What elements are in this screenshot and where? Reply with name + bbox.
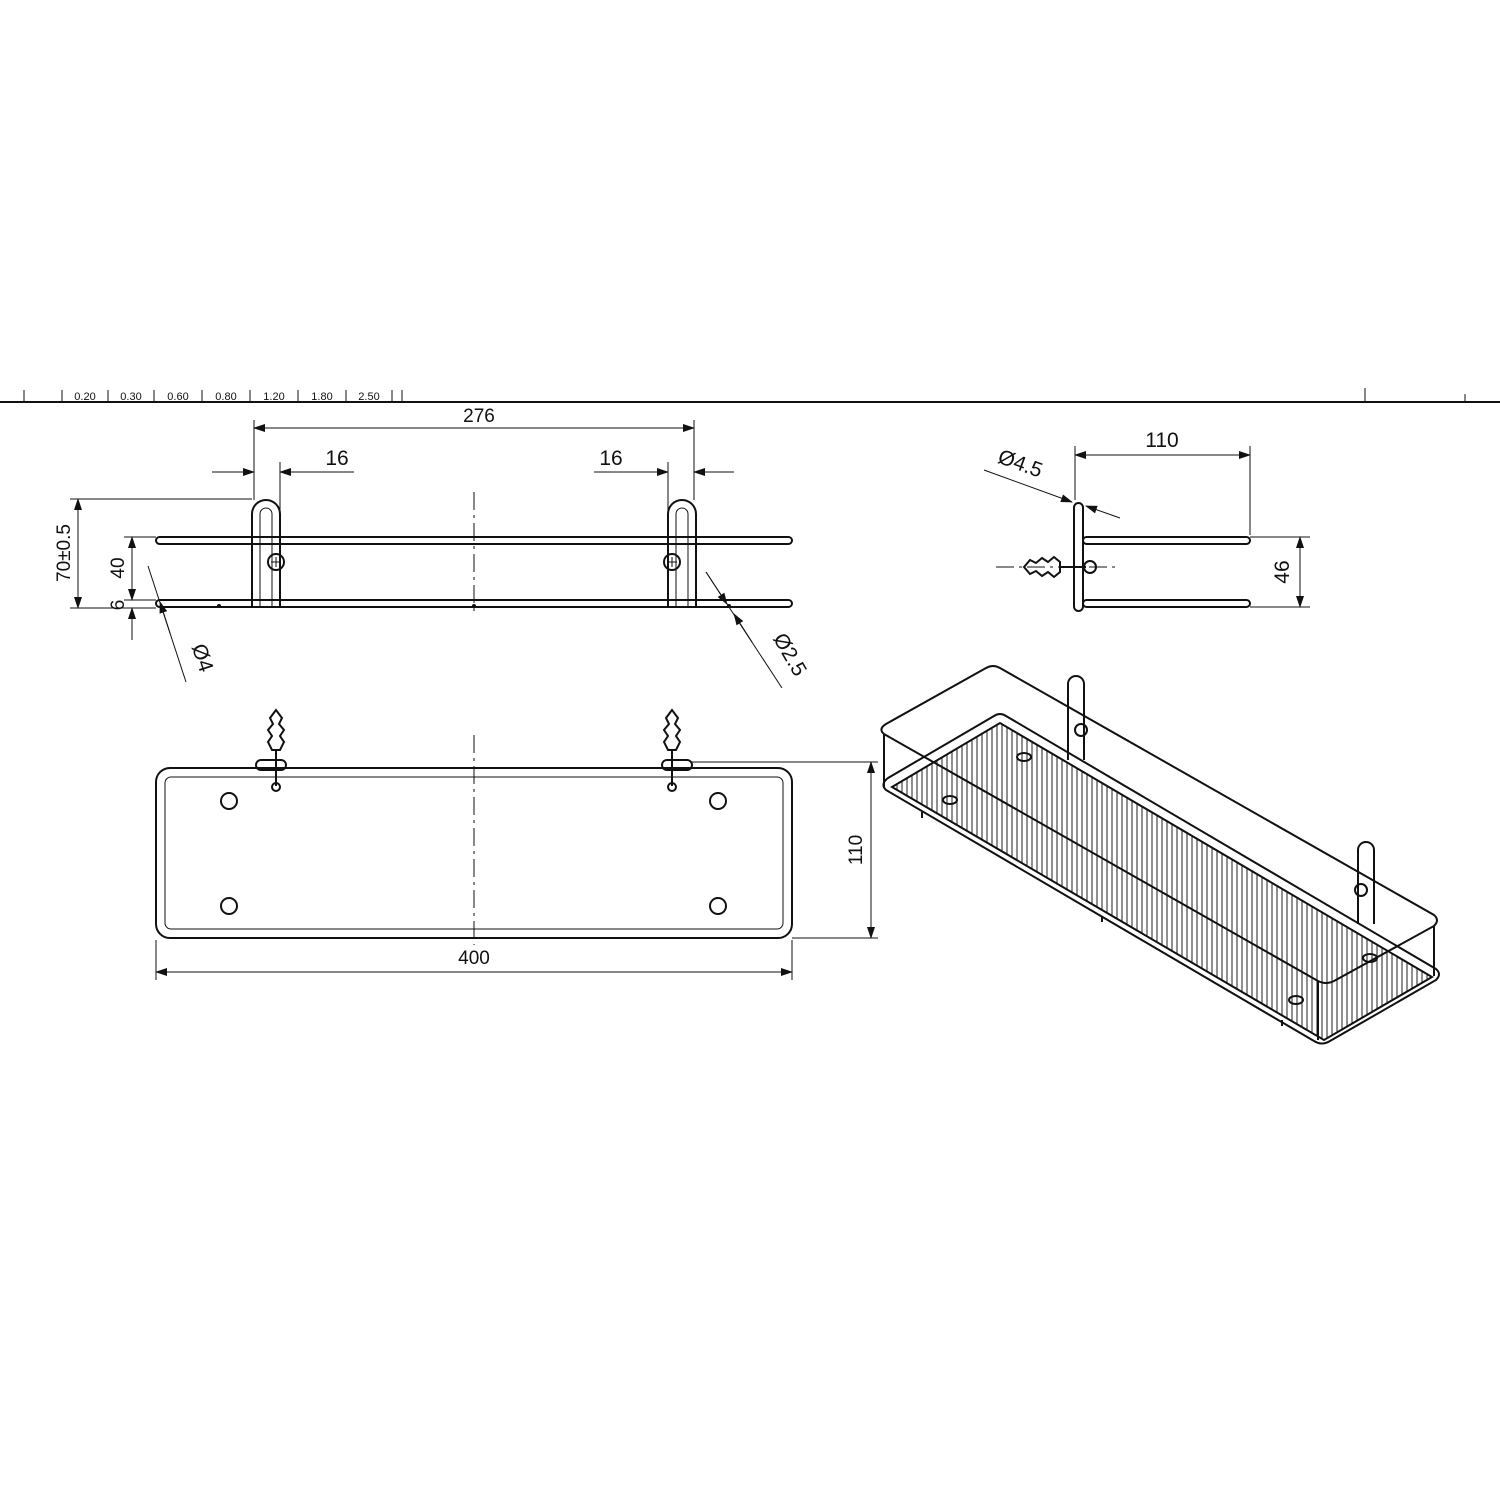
side-lower-rail [1082,599,1251,608]
drain-hole [709,792,727,810]
dim-276-label: 276 [463,406,495,427]
front-view: 276 16 16 70±0.5 40 6 Ø4 Ø2.5 [54,406,811,689]
drain-hole [709,897,727,915]
left-anchor-icon [266,708,286,792]
scale-cell: 1.20 [263,391,284,403]
side-dim-110-label: 110 [1145,429,1178,452]
drain-hole [942,795,958,805]
drain-hole [1362,953,1378,963]
drain-hole [1288,995,1304,1005]
side-view: 110 46 Ø4.5 [983,429,1310,612]
scale-cell: 0.80 [215,391,236,403]
isometric-view [880,665,1440,1045]
dim-16-left-label: 16 [325,447,348,470]
scale-cell: 0.20 [74,391,95,403]
wall-anchor-icon [1022,555,1097,579]
drain-hole [220,897,238,915]
top-view: 110 400 [155,708,878,980]
top-dim-400-label: 400 [458,948,490,969]
side-dim-46-label: 46 [1271,560,1294,583]
right-screw-icon [663,553,681,571]
scale-cell: 2.50 [358,391,379,403]
wall-rod [1073,502,1084,612]
dim-70-label: 70±0.5 [54,524,75,582]
dim-40-label: 40 [108,557,129,578]
iso-mesh-tray [890,721,1434,1042]
top-dim-110-label: 110 [846,835,867,865]
left-screw-icon [267,553,285,571]
drain-hole [220,792,238,810]
right-anchor-icon [662,708,682,792]
title-block: 0.20 0.30 0.60 0.80 1.20 1.80 2.50 [0,388,1500,403]
drain-hole [1016,752,1032,762]
dim-6-label: 6 [108,600,129,611]
right-mount-bracket [667,499,697,608]
scale-cell: 0.60 [167,391,188,403]
dia-4-label: Ø4 [187,641,218,675]
scale-cell: 1.80 [311,391,332,403]
iso-right-wall-rod [1357,841,1375,924]
iso-left-wall-rod [1067,675,1085,760]
left-mount-bracket [251,499,281,608]
side-upper-rail [1082,536,1251,545]
dim-16-right-label: 16 [599,447,622,470]
scale-cell: 0.30 [120,391,141,403]
dia-2-5-label: Ø2.5 [768,629,811,680]
